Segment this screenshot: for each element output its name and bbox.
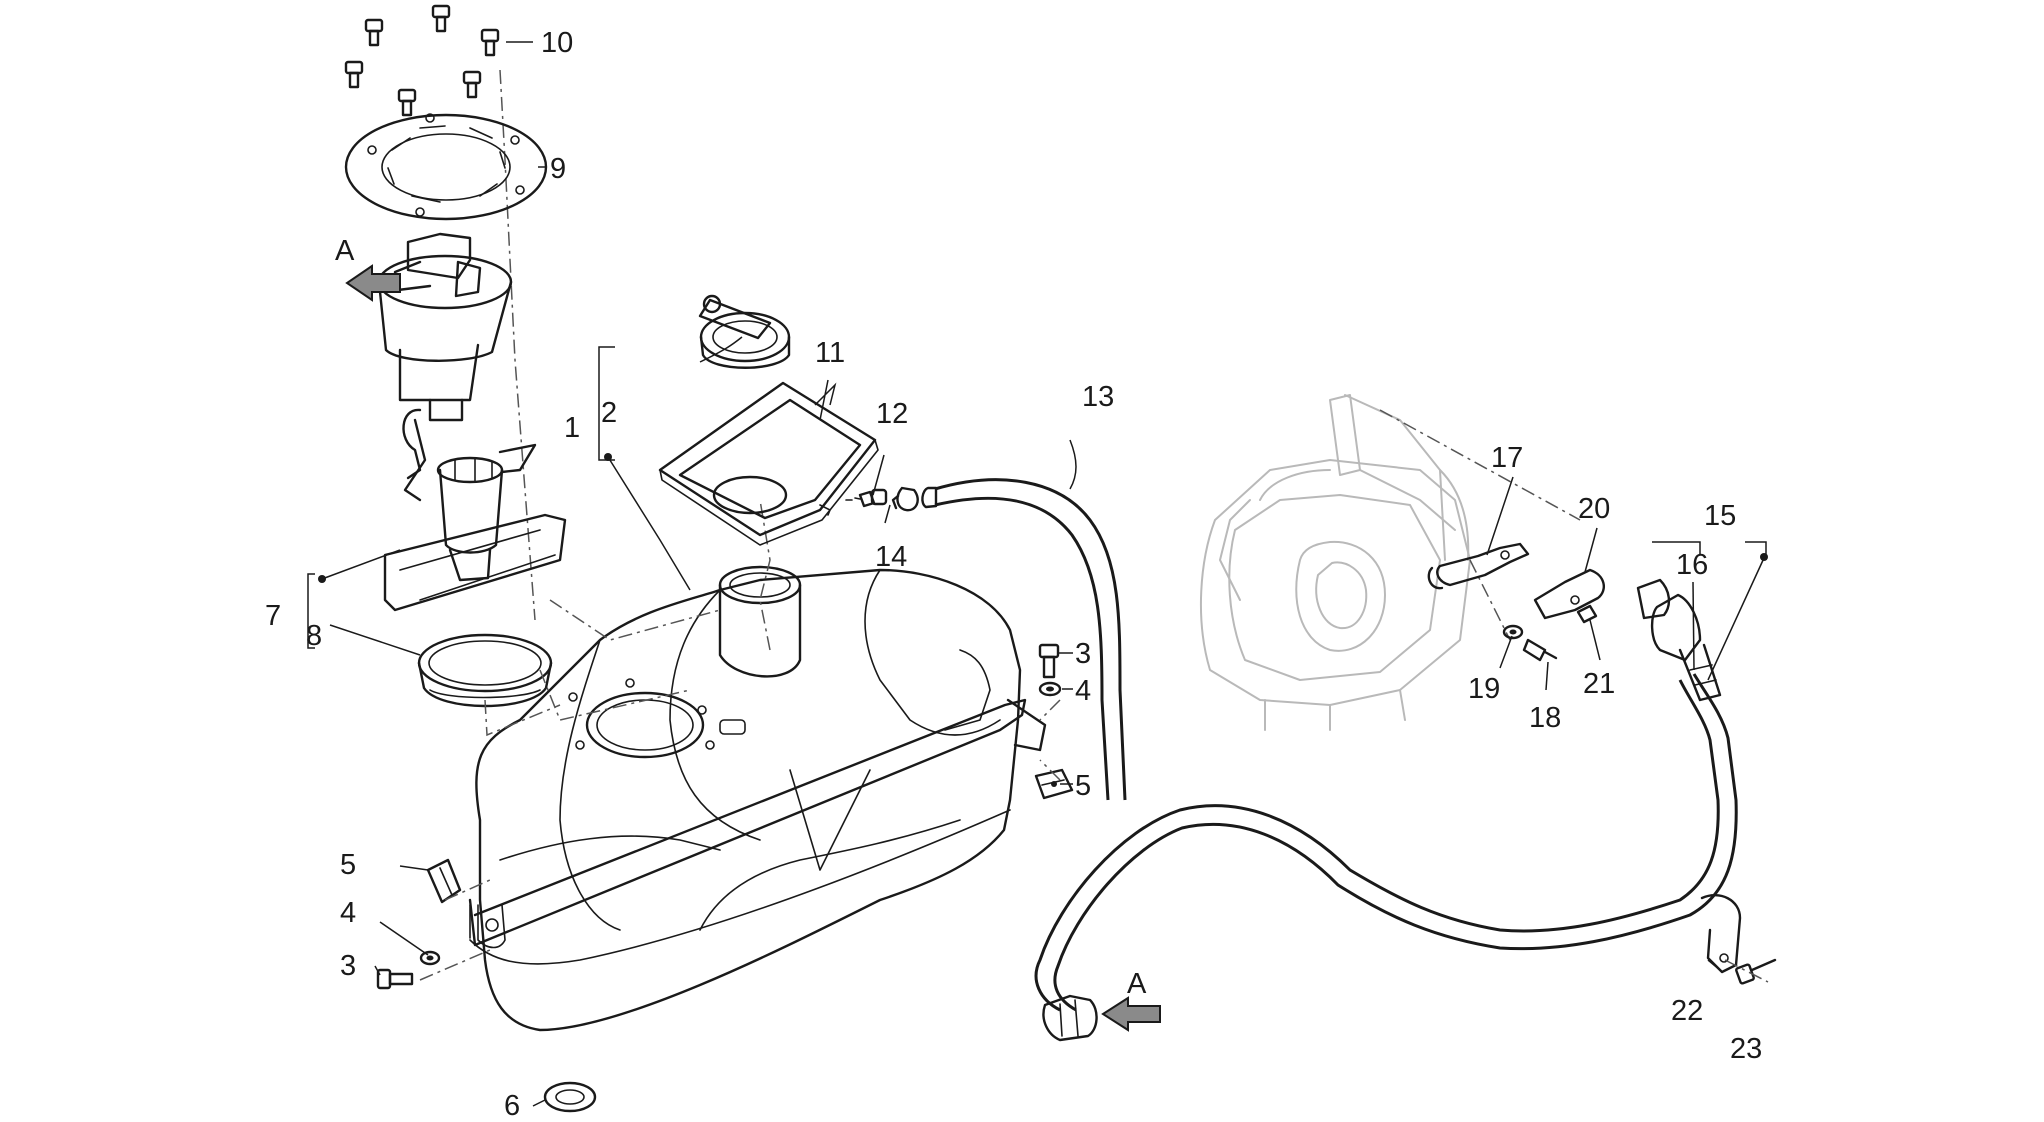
callout-5-right: 5 — [1075, 770, 1091, 802]
engine-assembly — [1199, 394, 1581, 731]
pump-lock-ring — [344, 113, 548, 221]
callout-23: 23 — [1730, 1033, 1762, 1065]
callout-6: 6 — [504, 1090, 520, 1122]
callout-12: 12 — [876, 398, 908, 430]
callout-1: 1 — [564, 412, 580, 444]
arrow-a-label-left: A — [335, 235, 355, 267]
arrow-a-label-bottom: A — [1127, 968, 1147, 1000]
direction-arrow-a-bottom: A — [1101, 968, 1161, 1032]
callout-labels: 1 2 3 3 4 4 5 5 6 7 8 9 10 11 12 13 14 1… — [265, 27, 1762, 1122]
fuel-pump-assembly — [377, 232, 567, 612]
callout-21: 21 — [1583, 668, 1615, 700]
callout-17: 17 — [1491, 442, 1523, 474]
callout-7: 7 — [265, 600, 281, 632]
hose-clamp — [891, 486, 919, 512]
drain-valve — [845, 488, 888, 508]
callout-4-left: 4 — [340, 897, 356, 929]
callout-2: 2 — [601, 397, 617, 429]
fuel-pump-bolts — [344, 4, 500, 117]
pump-gasket — [417, 633, 553, 708]
callout-19: 19 — [1468, 673, 1500, 705]
callout-20: 20 — [1578, 493, 1610, 525]
callout-3-left: 3 — [340, 950, 356, 982]
hose-bracket — [1427, 542, 1530, 590]
callout-18: 18 — [1529, 702, 1561, 734]
screw-small-b — [1576, 604, 1598, 624]
callout-5-left: 5 — [340, 849, 356, 881]
hose-clip-bracket — [1533, 568, 1606, 620]
fuel-tank — [468, 565, 1047, 1032]
clip-screw — [1735, 958, 1777, 985]
callout-8: 8 — [306, 620, 322, 652]
direction-arrow-a-left: A — [335, 235, 401, 302]
hose-retaining-clip — [1700, 894, 1742, 974]
tank-bolt-right — [1038, 643, 1060, 679]
callout-15: 15 — [1704, 500, 1736, 532]
callout-3-right: 3 — [1075, 638, 1091, 670]
clip-nut-left — [426, 858, 462, 904]
callout-10: 10 — [541, 27, 573, 59]
callout-9: 9 — [550, 153, 566, 185]
callout-14: 14 — [875, 541, 907, 573]
screw-small-a — [1522, 638, 1558, 662]
tank-washer-left — [419, 950, 441, 966]
drain-grommet — [543, 1081, 597, 1113]
filler-tray — [658, 381, 879, 546]
callout-16: 16 — [1676, 549, 1708, 581]
clip-nut-right — [1034, 768, 1074, 800]
breather-hose — [921, 478, 1127, 801]
fuel-cap — [698, 294, 791, 369]
tank-bolt-left — [376, 968, 414, 990]
callout-11: 11 — [815, 337, 845, 369]
leader-lines — [307, 41, 1767, 1107]
tank-washer-right — [1038, 681, 1062, 697]
callout-13: 13 — [1082, 381, 1114, 413]
callout-4-right: 4 — [1075, 675, 1091, 707]
callout-22: 22 — [1671, 995, 1703, 1027]
washer-small — [1502, 624, 1524, 640]
